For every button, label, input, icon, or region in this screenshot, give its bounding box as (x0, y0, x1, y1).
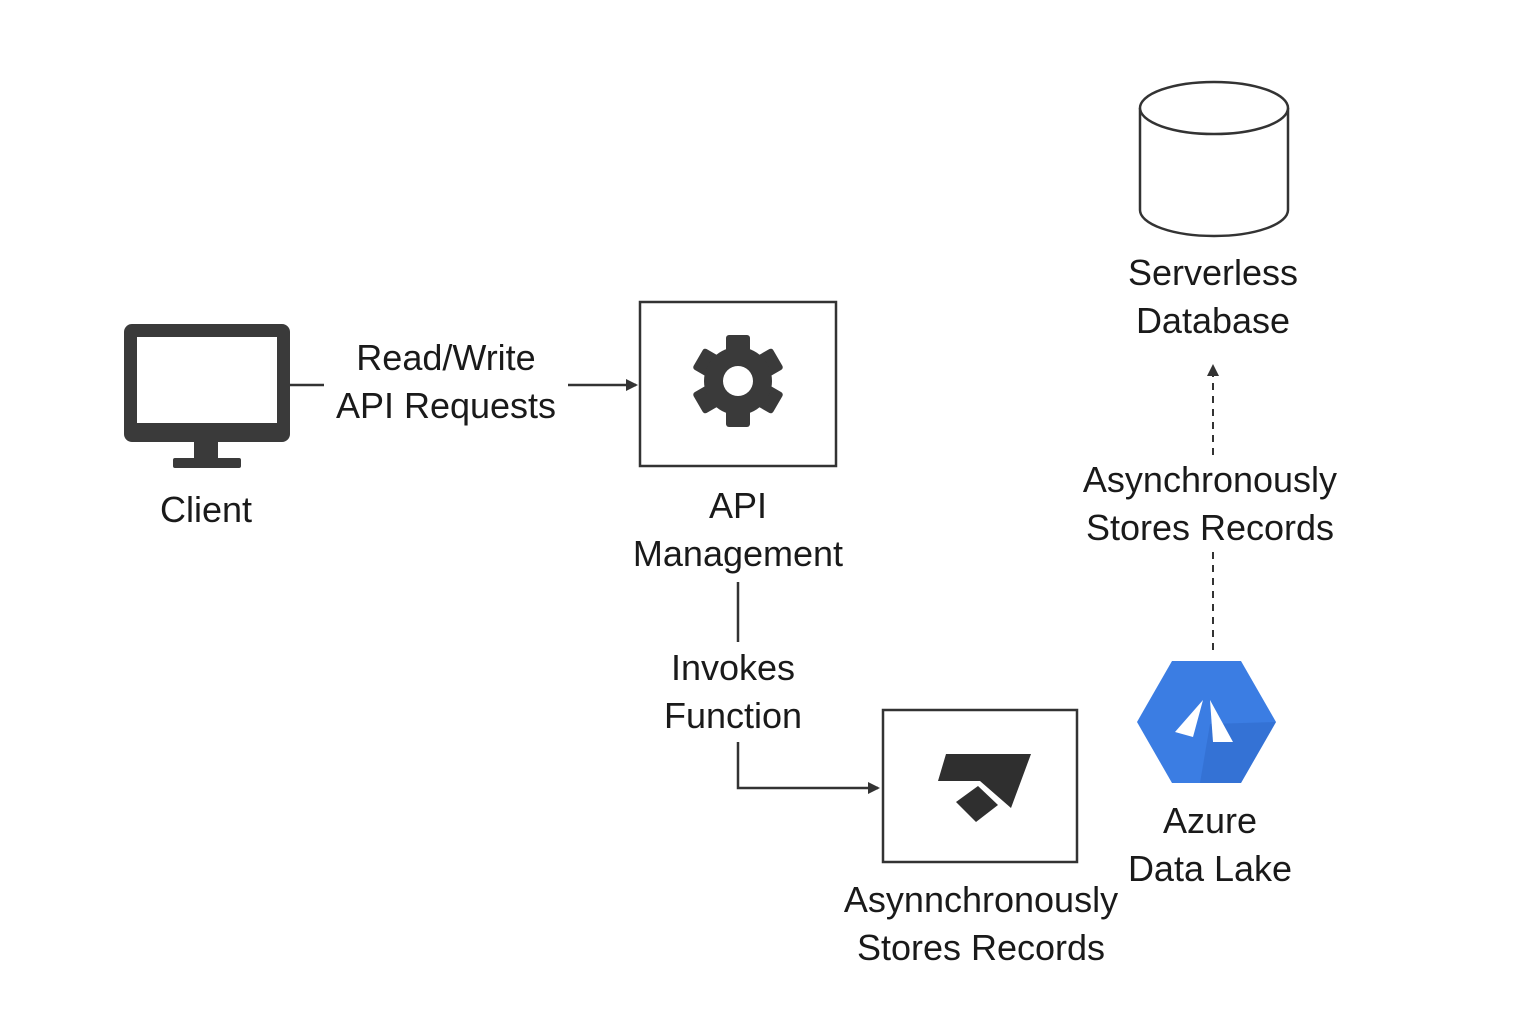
database-label: Serverless Database (1127, 252, 1299, 341)
database-cylinder-icon (1138, 80, 1290, 238)
client-to-api-edge-label: Read/Write API Requests (335, 337, 557, 426)
function-label: Asynnchronously Stores Records (843, 879, 1119, 968)
azure-data-lake-icon (1137, 661, 1276, 783)
function-app-icon (938, 754, 1031, 822)
api-to-function-edge-label: Invokes Function (663, 647, 803, 736)
api-management-label: API Management (632, 485, 844, 574)
gear-icon (693, 335, 783, 427)
api-to-function-connector (736, 582, 880, 794)
client-label: Client (159, 489, 253, 530)
lake-to-database-edge-label: Asynchronously Stores Records (1082, 459, 1338, 548)
data-lake-label: Azure Data Lake (1127, 800, 1293, 889)
monitor-icon (124, 324, 290, 468)
function-box (881, 708, 1079, 864)
